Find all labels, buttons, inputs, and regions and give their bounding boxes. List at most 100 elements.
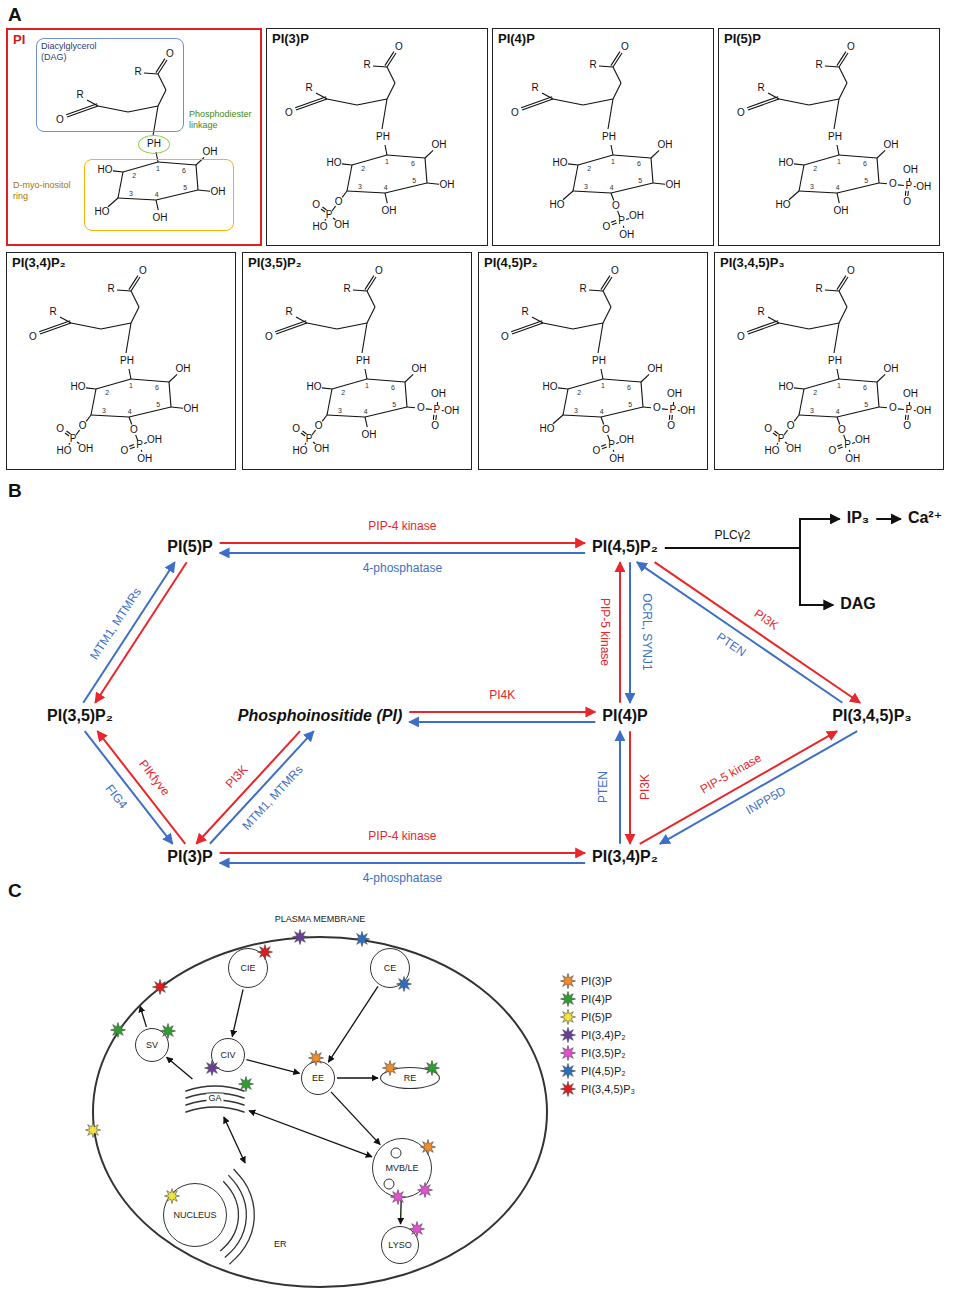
bond [905,191,907,196]
ring-number: 3 [574,406,578,413]
ring-number: 1 [156,165,160,172]
atom-label: R [815,60,822,70]
atom-label: R [76,90,83,100]
lipid-star [239,1077,254,1092]
atom-label: O [335,197,343,207]
atom-label: HO [540,424,555,434]
bond [558,388,568,389]
bond [799,165,804,191]
ring-number: 3 [358,182,362,189]
bond [385,183,427,193]
legend-star [560,991,576,1007]
bond [616,442,619,443]
atom-label: HO [57,446,72,456]
bond [367,379,405,382]
ring-number: 2 [813,388,817,395]
atom-label: O [56,424,64,434]
atom-label: OH [431,389,446,399]
bond [825,66,839,67]
ring-number: 3 [810,406,814,413]
connector-arrow [665,519,840,548]
bond [839,67,847,83]
bond [362,323,367,353]
bond [553,99,583,105]
atom-label: O [737,332,745,342]
intraluminal-vesicle [391,1148,401,1158]
organelle: CIV [211,1038,245,1072]
atom-label: O [285,108,293,118]
bond [91,389,96,415]
atom-label: O [653,403,661,413]
connector-arrow [167,1057,193,1079]
atom-label: OH [147,435,162,445]
node-text: PI(4)P [498,31,535,46]
legend-text: PI(3)P [581,975,612,987]
bond [405,382,407,407]
bond [641,374,649,382]
atom-label: OH [658,140,673,150]
bond [678,410,680,411]
bond [198,190,210,191]
ring-number: 6 [627,384,631,391]
bond [385,52,394,66]
ring-number: 5 [864,401,868,408]
lipid-star [397,977,412,992]
bond [86,415,91,421]
membrane-line [93,937,547,1287]
bond [601,445,606,447]
bond [794,388,804,389]
node-text: Diacylglycerol (DAG) [41,41,111,63]
atom-label: OH [314,444,329,454]
bond [66,104,97,115]
enzyme-label: PI3K [752,607,781,633]
atom-label: O [889,403,897,413]
atom-label: O [838,425,846,435]
lipid-star [205,1061,220,1076]
connector-arrow [210,731,314,844]
lipid-star [355,932,370,947]
bond [905,415,907,420]
bond [442,410,444,411]
atom-label: O [602,425,610,435]
bond [641,382,643,407]
bond [327,99,357,105]
atom-label: O [847,266,855,276]
atom-label: HO [550,200,565,210]
bond [169,382,171,407]
atom-label: OH [211,187,226,197]
node-text: PI(3)P [272,31,309,46]
atom-label: P [906,181,913,191]
connector-arrow [331,1092,380,1145]
ring-number: 6 [391,384,395,391]
bond [837,193,839,203]
atom-label: O [431,421,439,431]
atom-label: P [778,434,785,444]
connector-arrow [85,731,173,844]
atom-label: HO [313,222,328,232]
node-text: CE [384,963,397,973]
atom-label: HO [779,158,794,168]
atom-label: OH [648,364,663,374]
connector-arrow [409,711,595,713]
atom-label: PH [376,132,390,142]
atom-label: O [121,446,129,456]
connector-arrow [232,989,243,1036]
bond [373,66,387,67]
atom-label: PH [356,356,370,366]
cisterna [186,1086,244,1091]
atom-label: P [618,216,625,226]
atom-label: OH [619,230,634,240]
ring-number: 3 [810,182,814,189]
bond [131,307,139,323]
ring-number: 6 [155,384,159,391]
bond [589,290,603,291]
enzyme-label: INPP5D [744,785,788,818]
bond [385,193,387,203]
pathway-node: IP₃ [844,509,873,529]
lipid-star [425,1061,440,1076]
lipid-star [153,980,168,995]
atom-label: PH [828,356,842,366]
bond [342,191,347,197]
bond [611,193,614,201]
legend-text: PI(3,5)P₂ [581,1047,626,1059]
